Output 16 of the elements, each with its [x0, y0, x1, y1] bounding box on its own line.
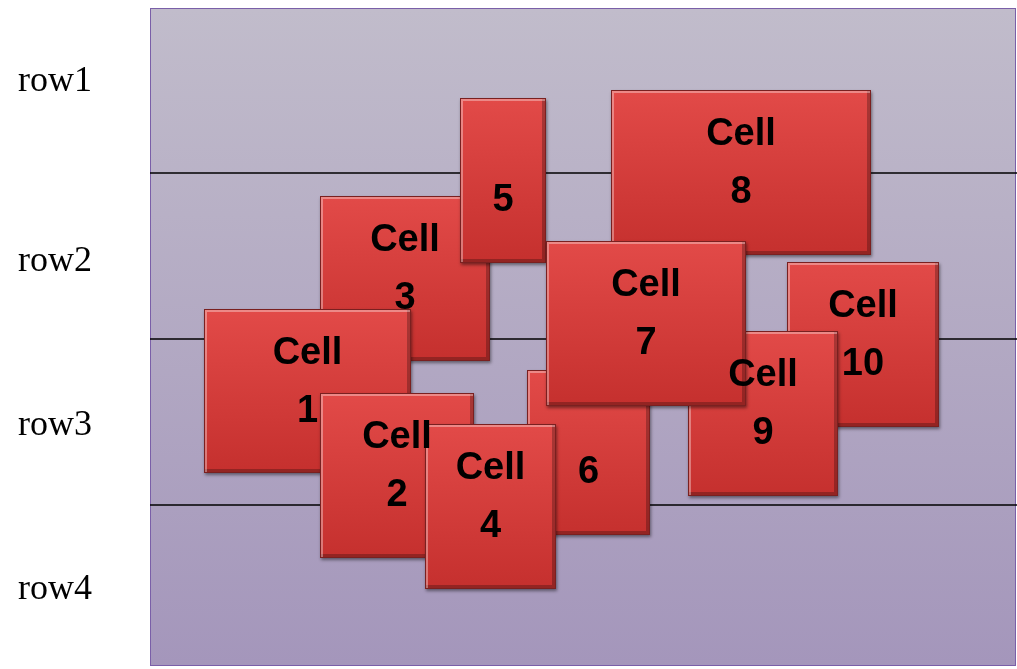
cell-block — [611, 90, 871, 255]
cell-label: Cell 8 — [706, 110, 776, 213]
cell-label: 5 — [492, 176, 514, 221]
cell-label: Cell 3 — [370, 216, 440, 319]
cell-label: 6 — [577, 448, 600, 493]
row-label: row2 — [18, 238, 92, 280]
row-label: row1 — [18, 58, 92, 100]
cell-label: Cell 2 — [362, 413, 432, 516]
row-label: row3 — [18, 402, 92, 444]
cell-block — [460, 98, 546, 263]
cell-label: Cell 4 — [455, 444, 526, 547]
cell-label: Cell 10 — [828, 282, 898, 385]
row-label: row4 — [18, 566, 92, 608]
cell-label: Cell 7 — [611, 261, 681, 364]
cell-label: Cell 1 — [272, 329, 343, 432]
cell-label: Cell 9 — [728, 351, 798, 454]
